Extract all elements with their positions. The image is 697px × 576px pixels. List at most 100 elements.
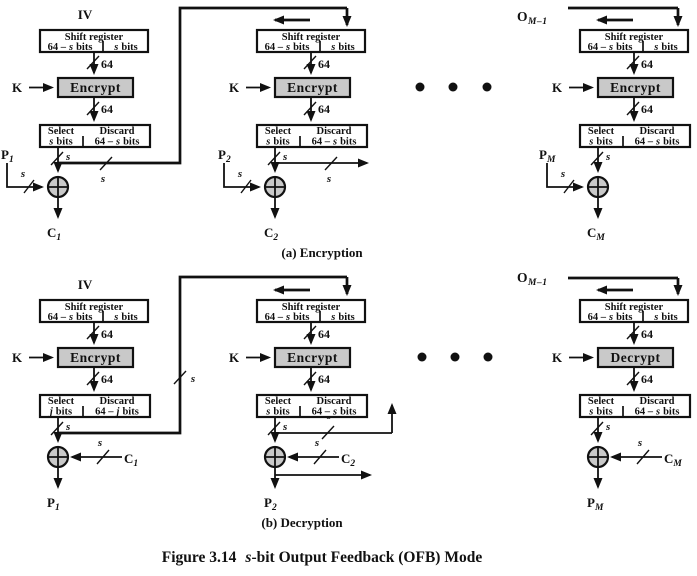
bus-width-slash <box>50 421 64 436</box>
bus-width-slash <box>86 371 100 386</box>
bus-width-slash <box>96 449 110 465</box>
cipher-box <box>596 346 675 369</box>
ellipsis-dot <box>482 82 492 92</box>
bus-width-64: 64 <box>318 57 330 71</box>
bus-width-label: s <box>65 421 70 433</box>
select-title: Select <box>588 126 615 137</box>
feedback-wire-dec1-to-dec2: s <box>58 275 352 435</box>
select-discard-box <box>578 393 692 419</box>
select-discard-box <box>38 123 152 149</box>
bus-width-label: s <box>20 168 25 180</box>
plaintext-in-label: P1 <box>1 147 14 165</box>
shift-register-title: Shift register <box>65 302 124 313</box>
bus-width-slash <box>86 325 100 340</box>
cipher-label: Encrypt <box>70 80 121 95</box>
feedback-wire-enc3-in <box>568 6 683 27</box>
cipher-label: Encrypt <box>610 80 661 95</box>
bus-width-slash <box>267 151 281 166</box>
feedback-wire-dec3-in <box>568 276 683 296</box>
bus-width-label: s <box>560 168 565 180</box>
bus-width-64: 64 <box>318 372 330 386</box>
key-label: K <box>12 350 23 365</box>
bus-width-slash <box>50 151 64 166</box>
select-discard-box <box>38 393 152 419</box>
bus-width-slash <box>99 156 113 171</box>
bus-width-slash <box>86 101 100 116</box>
bus-width-64: 64 <box>101 327 113 341</box>
bus-width-slash <box>303 101 317 116</box>
ciphertext-out-label: C1 <box>47 225 61 243</box>
bus-width-slash <box>590 421 604 436</box>
bus-width-label: s <box>605 421 610 433</box>
bus-width-label: s <box>237 168 242 180</box>
discard-title: Discard <box>317 126 352 137</box>
ellipsis-dot <box>448 82 458 92</box>
bus-width-64: 64 <box>641 57 653 71</box>
bus-width-label: s <box>314 437 319 449</box>
select-title: Select <box>265 126 292 137</box>
ellipsis-decryption <box>417 352 493 362</box>
ellipsis-dot <box>483 352 493 362</box>
plaintext-in-wire <box>6 163 44 192</box>
cipher-label: Encrypt <box>287 80 338 95</box>
cipher-box <box>56 346 135 369</box>
ellipsis-dot <box>415 82 425 92</box>
feedback-wire <box>58 275 347 435</box>
plaintext-in-wire <box>223 163 261 192</box>
bus-width-slash <box>303 371 317 386</box>
bus-width-label: s <box>100 173 105 185</box>
decryption-caption: (b) Decryption <box>261 515 343 530</box>
bus-width-label: s <box>637 437 642 449</box>
discard-title: Discard <box>100 126 135 137</box>
cipher-box <box>56 76 135 99</box>
bus-width-label: s <box>97 437 102 449</box>
cipher-label: Decrypt <box>611 350 661 365</box>
ciphertext-out-label: C2 <box>264 225 278 243</box>
plaintext-out-label: P1 <box>47 495 60 513</box>
bus-width-slash <box>86 55 100 70</box>
bus-width-label: s <box>282 421 287 433</box>
plaintext-in-label: PM <box>539 147 556 165</box>
key-label: K <box>552 350 563 365</box>
bus-width-slash <box>563 179 575 194</box>
ciphertext-in-label: C1 <box>124 451 138 469</box>
bus-width-slash <box>626 371 640 386</box>
key-label: K <box>12 80 23 95</box>
bus-width-64: 64 <box>641 102 653 116</box>
iv-label: IV <box>78 7 93 22</box>
bus-width-slash <box>636 449 650 465</box>
bus-width-label: s <box>605 151 610 163</box>
encryption-caption: (a) Encryption <box>281 245 363 260</box>
bus-width-64: 64 <box>318 102 330 116</box>
plaintext-out-label: P2 <box>264 495 277 513</box>
discard-title: Discard <box>100 396 135 407</box>
bus-width-label: s <box>65 151 70 163</box>
bus-width-slash <box>313 449 327 465</box>
bus-width-label: s <box>282 151 287 163</box>
bus-width-slash <box>303 325 317 340</box>
bus-width-64: 64 <box>101 102 113 116</box>
